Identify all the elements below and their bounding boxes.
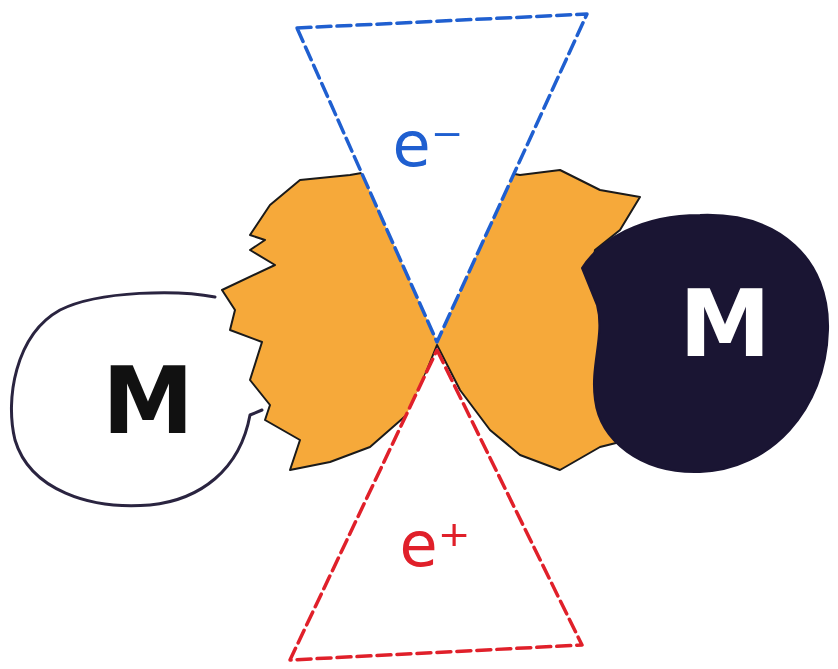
positron-cone: e⁺ [280, 345, 590, 667]
electron-cone: e⁻ [285, 10, 595, 345]
outline-shape [582, 215, 828, 472]
particle-label: e⁺ [400, 514, 471, 576]
outline-shape [11, 293, 262, 506]
monopole-label: M [679, 279, 771, 371]
particle-label: e⁻ [393, 114, 464, 176]
monopole-bulb: M [8, 285, 268, 515]
monopole-label: M [102, 356, 194, 448]
node-outline [285, 10, 595, 345]
outline-shape [290, 350, 582, 660]
node-outline [280, 345, 590, 667]
monopole-bulb: M [575, 205, 833, 480]
outline-shape [297, 14, 587, 342]
